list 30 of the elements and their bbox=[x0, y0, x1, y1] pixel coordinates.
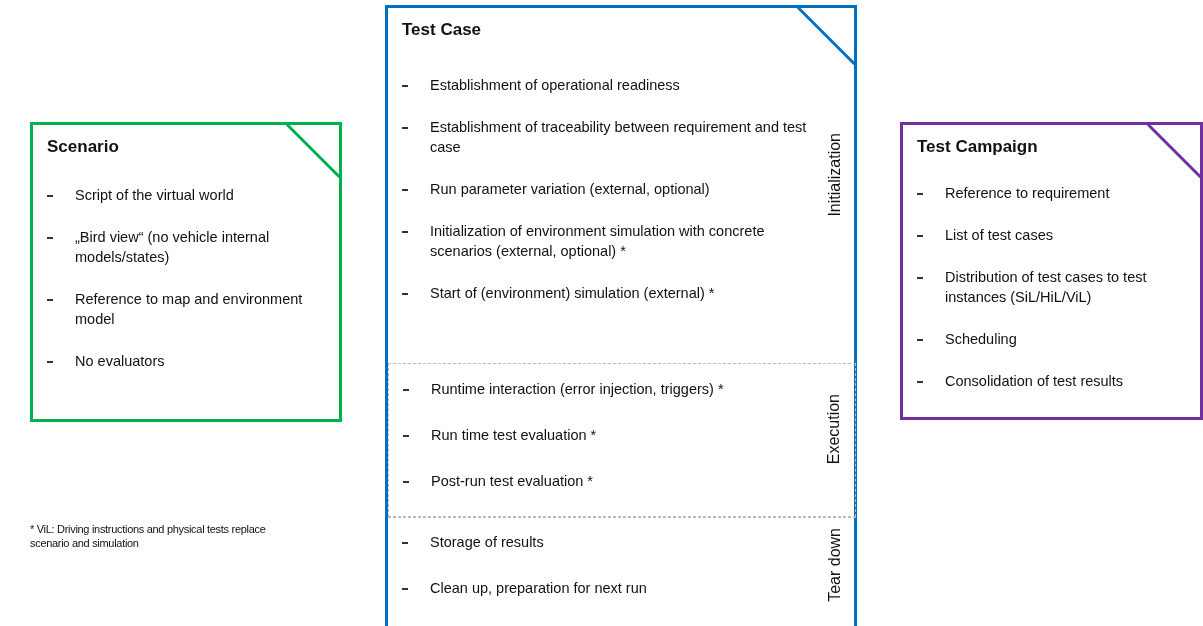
note-card bbox=[900, 122, 1203, 420]
list-item-text: List of test cases bbox=[945, 226, 1054, 245]
list-item-text: Consolidation of test results bbox=[945, 372, 1125, 391]
phase-label: Tear down bbox=[826, 528, 844, 602]
phase-section bbox=[388, 363, 856, 517]
list-item-text: Storage of results bbox=[430, 533, 545, 552]
list-item-text: Post-run test evaluation * bbox=[431, 472, 594, 491]
card-title: Test Case bbox=[402, 20, 482, 40]
footnote: * ViL: Driving instructions and physical tests replace scenario and simulation bbox=[30, 522, 267, 550]
list-item-text: No evaluators bbox=[75, 352, 166, 371]
list-item-text: Run time test evaluation * bbox=[431, 426, 598, 445]
list-item-text: Reference to requirement bbox=[945, 184, 1111, 203]
list-item-text: Scheduling bbox=[945, 330, 1018, 349]
card-title: Test Campaign bbox=[917, 137, 1038, 157]
list-item-text: Reference to map and environment model bbox=[75, 290, 304, 329]
phase-label: Execution bbox=[825, 394, 843, 465]
list-item-text: Start of (environment) simulation (external) * bbox=[430, 284, 716, 303]
list-item-text: Run parameter variation (external, optional) bbox=[430, 180, 711, 199]
note-card bbox=[30, 122, 342, 422]
list-item-text: Distribution of test cases to test instances (SiL/HiL/ViL) bbox=[945, 268, 1148, 307]
list-item-text: Clean up, preparation for next run bbox=[430, 579, 648, 598]
list-item-text: Script of the virtual world bbox=[75, 186, 235, 205]
list-item-text: Establishment of operational readiness bbox=[430, 76, 681, 95]
list-item-text: Establishment of traceability between requirement and test case bbox=[430, 118, 808, 157]
list-item-text: „Bird view“ (no vehicle internal models/states) bbox=[75, 228, 271, 267]
list-item-text: Runtime interaction (error injection, triggers) * bbox=[431, 380, 725, 399]
card-title: Scenario bbox=[47, 137, 119, 157]
note-card bbox=[385, 5, 857, 626]
phase-label: Initialization bbox=[826, 133, 844, 217]
list-item-text: Initialization of environment simulation with concrete scenarios (external, optional) * bbox=[430, 222, 766, 261]
